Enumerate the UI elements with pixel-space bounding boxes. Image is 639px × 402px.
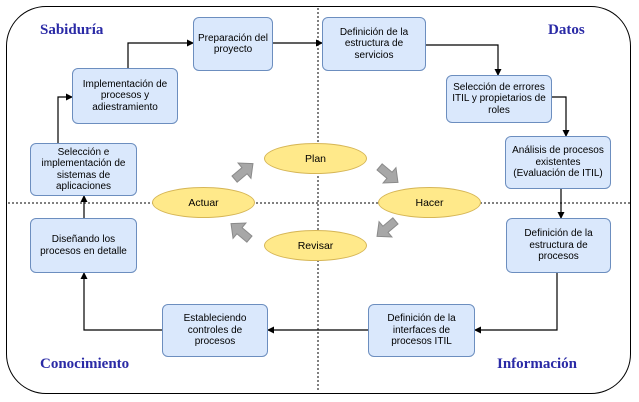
corner-label-datos: Datos — [548, 22, 585, 38]
box-estableciendo-controles: Estableciendo controles de procesos — [162, 304, 268, 357]
box-analisis-procesos: Análisis de procesos existentes (Evaluac… — [505, 136, 611, 189]
corner-label-conocimiento: Conocimiento — [40, 356, 130, 372]
box-definicion-interfaces: Definición de la interfaces de procesos … — [368, 304, 475, 357]
corner-label-sabiduria: Sabiduría — [40, 22, 104, 38]
cycle-actuar: Actuar — [152, 187, 255, 218]
arrow-definicion-procesos-to-definicion-interfaces — [474, 273, 558, 334]
box-definicion-estructura-servicios: Definición de la estructura de servicios — [322, 17, 426, 71]
cycle-revisar: Revisar — [264, 230, 367, 261]
arrow-definicion-servicios-to-seleccion-errores — [426, 44, 502, 76]
cycle-arrow-revisar-to-actuar — [230, 222, 253, 243]
cycle-arrow-hacer-to-revisar — [376, 217, 399, 238]
arrow-estableciendo-to-disenando — [80, 272, 162, 331]
box-implementacion-procesos: Implementación de procesos y adiestramie… — [72, 68, 178, 124]
cycle-plan: Plan — [264, 143, 367, 174]
box-disenando-procesos: Diseñando los procesos en detalle — [30, 218, 137, 273]
arrow-seleccion-implementacion-to-implementacion — [57, 93, 73, 143]
cycle-arrow-actuar-to-plan — [231, 162, 254, 183]
box-preparacion-proyecto: Preparación del proyecto — [193, 17, 273, 71]
diagram-frame — [6, 6, 631, 394]
arrow-seleccion-errores-to-analisis — [552, 96, 570, 137]
corner-label-informacion: Información — [497, 356, 577, 372]
box-definicion-estructura-procesos: Definición de la estructura de procesos — [506, 218, 611, 273]
box-seleccion-implementacion: Selección e implementación de sistemas d… — [30, 143, 137, 196]
cycle-hacer: Hacer — [378, 187, 481, 218]
cycle-arrow-plan-to-hacer — [376, 163, 399, 184]
arrow-implementacion-to-preparacion — [127, 39, 194, 68]
box-seleccion-errores-itil: Selección de errores ITIL y propietarios… — [446, 75, 552, 123]
